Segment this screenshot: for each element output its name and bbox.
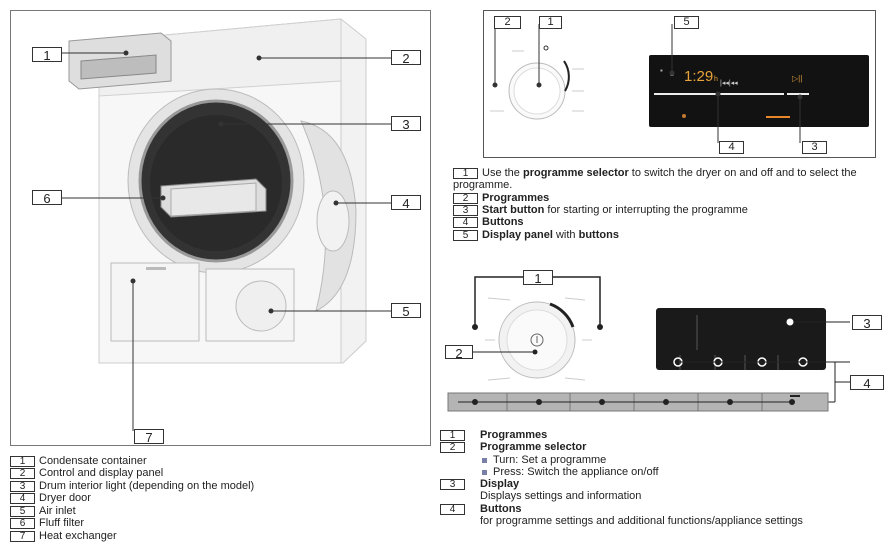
control-panel-a-figure: 1:29 h ▪ ▷|| |◂◂|◂◂ 2 1 5 4 3 bbox=[483, 10, 876, 158]
callout-2: 2 bbox=[391, 50, 421, 66]
legend-desc: for programme settings and additional fu… bbox=[480, 515, 803, 527]
display-time: 1:29 bbox=[684, 68, 713, 85]
callout-5: 5 bbox=[674, 16, 699, 29]
callout-3: 3 bbox=[802, 141, 827, 154]
control-panel-a-illustration: 1:29 h ▪ ▷|| |◂◂|◂◂ bbox=[490, 24, 869, 143]
callout-6: 6 bbox=[32, 190, 62, 206]
callout-1: 1 bbox=[32, 47, 62, 63]
dryer-figure: 1 2 3 6 4 5 7 bbox=[10, 10, 431, 446]
callout-2: 2 bbox=[494, 16, 521, 29]
control-panel-b-figure: 1 2 3 4 bbox=[440, 265, 888, 415]
control-panel-b-illustration bbox=[447, 276, 850, 412]
callout-4: 4 bbox=[391, 195, 421, 211]
callout-4: 4 bbox=[850, 375, 884, 391]
callout-1: 1 bbox=[539, 16, 562, 29]
dryer-illustration bbox=[61, 18, 391, 431]
legend-bullet: Press: Switch the appliance on/off bbox=[482, 466, 659, 478]
svg-text:▷||: ▷|| bbox=[792, 74, 802, 83]
callout-4: 4 bbox=[719, 141, 744, 154]
callout-1: 1 bbox=[523, 270, 553, 286]
svg-text:▪: ▪ bbox=[660, 66, 663, 75]
callout-2: 2 bbox=[445, 345, 473, 361]
callout-3: 3 bbox=[852, 315, 882, 331]
legend-bullet: Turn: Set a programme bbox=[482, 454, 606, 466]
callout-7: 7 bbox=[134, 429, 164, 445]
callout-3: 3 bbox=[391, 116, 421, 132]
svg-text:h: h bbox=[714, 76, 718, 83]
callout-5: 5 bbox=[391, 303, 421, 319]
legend-desc: Displays settings and information bbox=[480, 490, 642, 502]
svg-text:|◂◂|◂◂: |◂◂|◂◂ bbox=[720, 80, 738, 87]
